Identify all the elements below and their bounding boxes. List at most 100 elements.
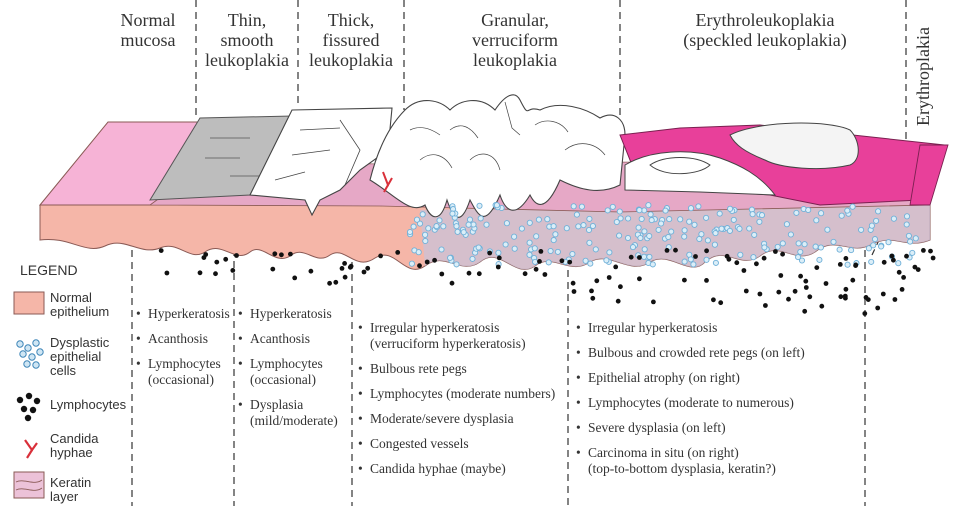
lymphocyte	[915, 267, 921, 272]
dysplastic-cell	[617, 215, 624, 222]
dysplastic-cell	[712, 259, 719, 266]
dysplastic-cell	[687, 256, 694, 263]
thick-leukoplakia-fissures	[274, 119, 361, 186]
lymphocyte	[417, 263, 422, 269]
lymphocyte	[819, 303, 825, 309]
dysplastic-cell	[838, 212, 845, 219]
dysplastic-cell	[586, 215, 593, 222]
dysplastic-cell	[666, 216, 673, 223]
dysplastic-cell	[408, 260, 415, 267]
features-thin-leukoplakia: Hyperkeratosis Acanthosis Lymphocytes(oc…	[136, 306, 232, 397]
legend-swatch-normal-epithelium	[13, 291, 45, 315]
feature-item: Lymphocytes (moderate to numerous)	[576, 395, 862, 411]
dysplastic-cell	[812, 243, 819, 250]
lymphocyte	[495, 264, 501, 270]
dysplastic-cell	[585, 226, 593, 234]
dysplastic-cell	[545, 259, 552, 266]
dysplastic-cell	[868, 258, 875, 265]
lymphocyte	[230, 268, 236, 273]
dysplastic-cell	[604, 207, 611, 214]
lymphocyte	[522, 271, 528, 277]
dysplastic-cell	[905, 232, 912, 239]
dysplastic-cell	[787, 231, 794, 238]
dysplastic-cell	[532, 258, 539, 265]
dysplastic-cell	[518, 225, 525, 232]
dysplastic-cell	[635, 224, 642, 231]
features-thick-leukoplakia: Hyperkeratosis Acanthosis Lymphocytes(oc…	[238, 306, 350, 438]
dysplastic-cell	[749, 211, 756, 218]
dysplastic-cell	[848, 247, 855, 254]
lymphocyte	[223, 256, 229, 262]
dysplastic-cell	[406, 228, 414, 236]
white-plaque-right	[729, 122, 859, 170]
dysplastic-cell	[690, 261, 697, 268]
lymphocyte	[342, 274, 348, 280]
dysplastic-cell	[681, 233, 688, 240]
dysplastic-cell	[793, 209, 800, 216]
dysplastic-cell	[495, 249, 502, 256]
dysplastic-cell	[625, 215, 632, 222]
dysplastic-cell	[550, 237, 557, 244]
dysplastic-cell	[552, 231, 559, 238]
lymphocyte	[342, 261, 347, 266]
lymphocyte	[288, 251, 293, 257]
lymphocyte	[637, 276, 642, 282]
dysplastic-cell	[774, 243, 781, 250]
dysplastic-cell	[655, 226, 662, 233]
dysplastic-cell	[849, 203, 856, 210]
dysplastic-cell	[865, 245, 872, 252]
lymphocytes	[158, 247, 936, 316]
lymphocyte	[559, 258, 565, 264]
dysplastic-cell	[798, 257, 806, 264]
legend-title: LEGEND	[20, 262, 78, 278]
feature-item: Moderate/severe dysplasia	[358, 411, 564, 427]
dysplastic-cell	[801, 241, 808, 248]
dysplastic-cell	[858, 226, 865, 233]
dysplastic-cell	[616, 232, 623, 239]
lymphocyte	[843, 256, 849, 261]
dysplastic-cell	[646, 232, 653, 240]
feature-item: Candida hyphae (maybe)	[358, 461, 564, 477]
lymphocyte	[780, 251, 785, 257]
dysplastic-cell	[677, 216, 684, 223]
lymphocyte	[308, 268, 314, 274]
dysplastic-cell	[813, 217, 820, 224]
dysplastic-cell	[907, 238, 914, 245]
dysplastic-cell	[818, 210, 825, 217]
dysplastic-cell	[410, 223, 417, 230]
lymphocyte	[327, 280, 332, 286]
lymphocyte	[704, 248, 709, 254]
lymphocyte	[912, 264, 918, 270]
lymphocyte	[842, 293, 848, 299]
feature-item: Acanthosis	[136, 331, 232, 347]
dysplastic-cell	[638, 215, 645, 223]
dysplastic-cell	[575, 223, 582, 230]
lymphocyte	[164, 270, 170, 276]
lymphocyte	[234, 253, 239, 258]
lymphocyte	[279, 252, 284, 258]
lymphocyte	[570, 280, 576, 286]
dysplastic-cell	[609, 203, 616, 210]
lymphocyte	[865, 297, 871, 302]
lymphocyte	[741, 268, 747, 273]
dysplastic-cell	[637, 234, 644, 242]
lymphocyte	[862, 311, 868, 316]
dysplastic-cell	[624, 234, 632, 242]
dysplastic-cell	[646, 253, 653, 260]
lymphocyte	[761, 255, 767, 261]
feature-item: Bulbous and crowded rete pegs (on left)	[576, 345, 862, 361]
dysplastic-cell	[589, 222, 596, 230]
lymphocyte	[802, 308, 808, 314]
lymphocyte	[693, 254, 698, 259]
feature-item: Severe dysplasia (on left)	[576, 420, 862, 436]
dysplastic-cell	[586, 239, 593, 246]
lymphocyte	[704, 278, 709, 283]
lymphocyte	[823, 281, 829, 286]
dysplastic-cell	[668, 228, 675, 235]
lymphocyte	[928, 248, 933, 254]
dysplastic-cell	[662, 207, 669, 214]
